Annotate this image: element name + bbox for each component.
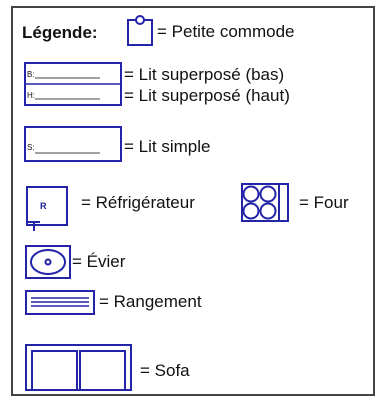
bunk-bottom-prefix: B: (27, 70, 35, 79)
refrigerator-icon (26, 186, 68, 231)
oven-icon (241, 183, 289, 222)
refrigerator-label: = Réfrigérateur (81, 193, 195, 212)
bunk-bed-icon (24, 62, 122, 106)
sofa-icon (25, 344, 132, 391)
sink-label: = Évier (72, 252, 126, 271)
bunk-bottom-label: = Lit superposé (bas) (124, 65, 285, 84)
oven-label: = Four (299, 193, 349, 212)
bunk-top-label: = Lit superposé (haut) (124, 86, 290, 105)
single-bed-label: = Lit simple (124, 137, 211, 156)
single-bed-icon (24, 126, 122, 162)
sink-icon (25, 245, 71, 279)
small-dresser-label: = Petite commode (157, 22, 295, 41)
refrigerator-mark: R (40, 201, 47, 211)
small-dresser-icon (127, 15, 153, 46)
bunk-top-prefix: H: (27, 91, 35, 100)
single-bed-prefix: S: (27, 143, 35, 152)
storage-label: = Rangement (99, 292, 202, 311)
sofa-label: = Sofa (140, 361, 190, 380)
legend-box (11, 6, 375, 396)
legend-title: Légende: (22, 23, 98, 42)
storage-icon (25, 290, 95, 315)
